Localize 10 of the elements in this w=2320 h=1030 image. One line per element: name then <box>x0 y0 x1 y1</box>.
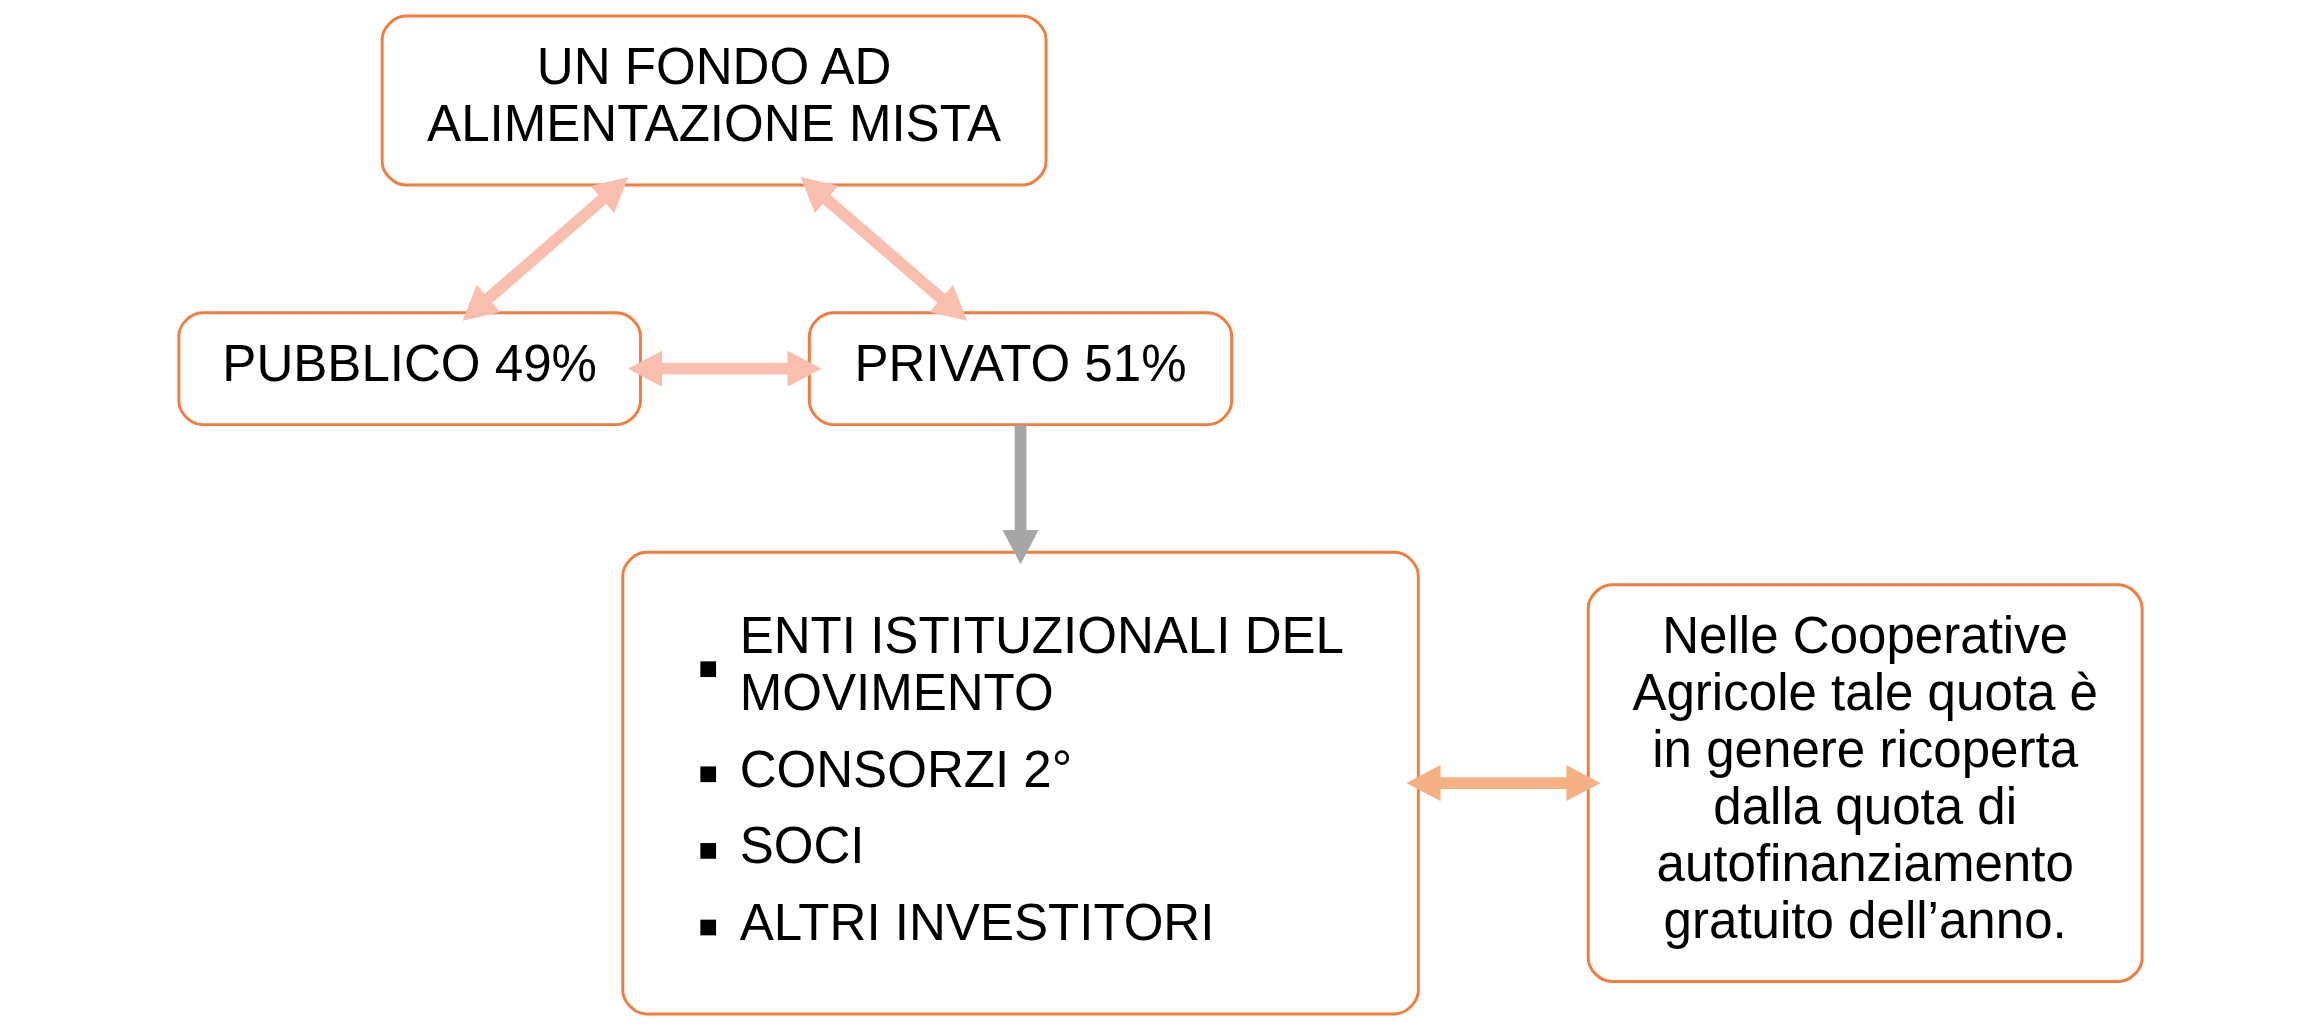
node-box: PUBBLICO 49% <box>176 311 642 427</box>
node-box: UN FONDO AD ALIMENTAZIONE MISTA <box>380 14 1048 187</box>
arrow <box>627 350 822 387</box>
arrow <box>1002 425 1039 565</box>
arrow <box>462 177 628 321</box>
node-box: PRIVATO 51% <box>807 311 1233 427</box>
arrow <box>800 177 967 321</box>
node-box: ENTI ISTITUZIONALI DEL MOVIMENTO CONSORZI 2° SOCI ALTRI INVESTITORI <box>620 550 1420 1016</box>
node-box: Nelle Cooperative Agricole tale quota è in genere ricoperta dalla quota di autofinanziamento gratuito dell’anno. <box>1586 583 2144 983</box>
arrow <box>1405 765 1601 802</box>
